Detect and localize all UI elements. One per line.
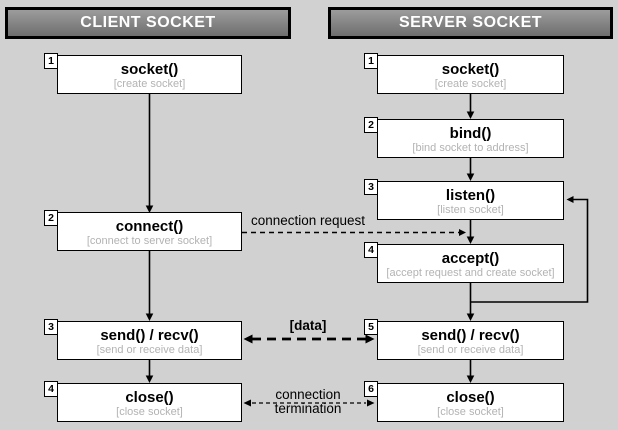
step-title: connect(): [115, 217, 184, 235]
data-label: [data]: [289, 318, 327, 333]
step-number: 4: [364, 242, 378, 258]
client-step-close: 4 close() [close socket]: [44, 381, 242, 422]
step-number: 4: [44, 381, 58, 397]
step-subtitle: [create socket]: [434, 77, 507, 90]
step-title: socket(): [441, 60, 500, 78]
step-title: send() / recv(): [421, 326, 520, 344]
step-title: socket(): [120, 60, 179, 78]
connection-request-label: connection request: [250, 213, 366, 228]
step-number: 1: [364, 53, 378, 69]
step-subtitle: [send or receive data]: [96, 343, 203, 356]
server-step-bind: 2 bind() [bind socket to address]: [364, 117, 564, 158]
step-subtitle: [connect to server socket]: [86, 234, 213, 247]
server-step-accept: 4 accept() [accept request and create so…: [364, 242, 564, 283]
server-step-close: 6 close() [close socket]: [364, 381, 564, 422]
server-step-send-recv: 5 send() / recv() [send or receive data]: [364, 319, 564, 360]
step-number: 3: [364, 179, 378, 195]
step-number: 1: [44, 53, 58, 69]
connection-termination-line1: connection: [275, 387, 341, 402]
server-step-socket: 1 socket() [create socket]: [364, 53, 564, 94]
step-subtitle: [create socket]: [113, 77, 186, 90]
step-number: 2: [364, 117, 378, 133]
client-step-connect: 2 connect() [connect to server socket]: [44, 210, 242, 251]
client-socket-header: CLIENT SOCKET: [5, 7, 291, 39]
step-title: send() / recv(): [100, 326, 199, 344]
step-title: bind(): [449, 124, 492, 142]
step-number: 2: [44, 210, 58, 226]
step-title: listen(): [445, 186, 496, 204]
connection-termination-label: connection termination: [238, 388, 378, 416]
step-subtitle: [accept request and create socket]: [386, 266, 555, 279]
step-subtitle: [send or receive data]: [417, 343, 524, 356]
client-step-socket: 1 socket() [create socket]: [44, 53, 242, 94]
client-step-send-recv: 3 send() / recv() [send or receive data]: [44, 319, 242, 360]
step-subtitle: [close socket]: [437, 405, 504, 418]
step-number: 3: [44, 319, 58, 335]
server-socket-header: SERVER SOCKET: [328, 7, 613, 39]
step-subtitle: [bind socket to address]: [412, 141, 529, 154]
connection-termination-line2: termination: [274, 401, 342, 416]
step-title: accept(): [441, 249, 500, 267]
step-title: close(): [446, 388, 495, 406]
step-number: 5: [364, 319, 378, 335]
step-subtitle: [listen socket]: [437, 203, 504, 216]
server-step-listen: 3 listen() [listen socket]: [364, 179, 564, 220]
step-title: close(): [125, 388, 174, 406]
step-subtitle: [close socket]: [116, 405, 183, 418]
step-number: 6: [364, 381, 378, 397]
